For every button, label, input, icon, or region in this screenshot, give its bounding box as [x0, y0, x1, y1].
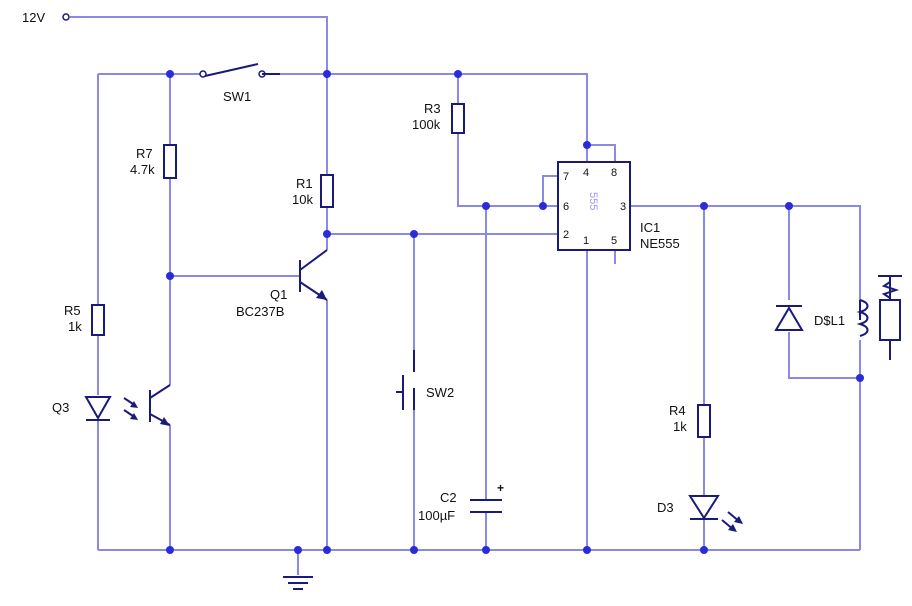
resistor-r4: R4 1k: [669, 403, 711, 438]
ic-pin-6: 6: [563, 201, 569, 213]
terminal-icon: [62, 13, 70, 21]
ic-pin-8: 8: [611, 167, 617, 179]
r4-value: 1k: [673, 419, 687, 434]
r3-ref: R3: [424, 101, 441, 116]
ic-pin-7: 7: [563, 171, 569, 183]
ic1-timer: 555 7 4 8 6 3 2 1 5 IC1 NE555: [557, 161, 680, 251]
relay-ref: D$L1: [814, 313, 845, 328]
sw1-ref: SW1: [223, 89, 251, 104]
ic-pin-2: 2: [563, 229, 569, 241]
q1-value: BC237B: [236, 304, 284, 319]
resistor-r1: R1 10k: [292, 174, 334, 208]
ic-body-text: 555: [587, 192, 599, 210]
ic-value: NE555: [640, 236, 680, 251]
ground-icon: [283, 576, 313, 590]
ic-ref: IC1: [640, 220, 660, 235]
ic-pin-1: 1: [583, 235, 589, 247]
r5-ref: R5: [64, 303, 81, 318]
resistor-r7: R7 4.7k: [130, 144, 177, 179]
ic-pin-4: 4: [583, 167, 589, 179]
resistor-r3: R3 100k: [412, 101, 465, 134]
switch-sw2: SW2: [396, 350, 454, 410]
supply-terminal: 12V: [22, 10, 70, 25]
flyback-diode: [774, 305, 804, 331]
c2-value: 100µF: [418, 508, 455, 523]
r7-ref: R7: [136, 146, 153, 161]
capacitor-c2: + C2 100µF: [418, 481, 504, 523]
r5-value: 1k: [68, 319, 82, 334]
optocoupler-q3: Q3: [52, 384, 171, 426]
r4-ref: R4: [669, 403, 686, 418]
c2-polarity: +: [497, 481, 504, 495]
d3-ref: D3: [657, 500, 674, 515]
r7-value: 4.7k: [130, 162, 155, 177]
switch-sw1: SW1: [199, 63, 280, 104]
r3-value: 100k: [412, 117, 441, 132]
r1-value: 10k: [292, 192, 313, 207]
junctions: [166, 70, 864, 554]
sw2-ref: SW2: [426, 385, 454, 400]
supply-label: 12V: [22, 10, 45, 25]
relay-dsl1: D$L1: [814, 275, 902, 360]
led-d3: D3: [657, 495, 743, 532]
ic-pin-3: 3: [620, 201, 626, 213]
q3-ref: Q3: [52, 400, 69, 415]
resistor-r5: R5 1k: [64, 303, 105, 336]
ic-pin-5: 5: [611, 235, 617, 247]
q1-ref: Q1: [270, 287, 287, 302]
r1-ref: R1: [296, 176, 313, 191]
c2-ref: C2: [440, 490, 457, 505]
wires: [70, 16, 861, 575]
transistor-q1: Q1 BC237B: [236, 249, 328, 319]
